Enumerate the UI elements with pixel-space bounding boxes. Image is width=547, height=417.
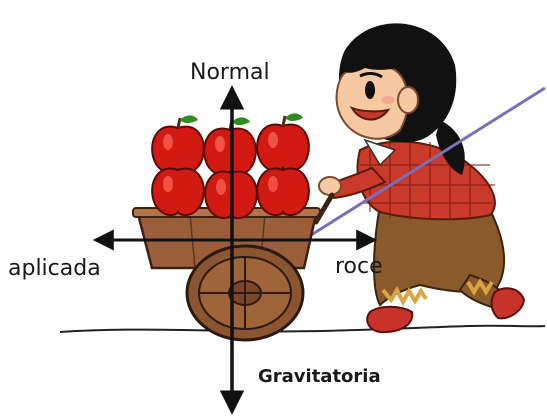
cart-wheel	[187, 246, 303, 340]
applied-force-label: aplicada	[8, 256, 101, 281]
apple-icon	[152, 169, 204, 216]
gravity-force-label: Gravitatoria	[258, 366, 381, 387]
normal-force-label: Normal	[190, 60, 270, 85]
apple-icon	[204, 117, 256, 175]
apple-icon	[152, 115, 204, 173]
friction-force-label: roce	[335, 254, 383, 279]
apple-icon	[257, 113, 309, 171]
girl-illustration	[319, 23, 524, 332]
apple-icon	[257, 169, 309, 216]
ground-line	[60, 326, 545, 332]
